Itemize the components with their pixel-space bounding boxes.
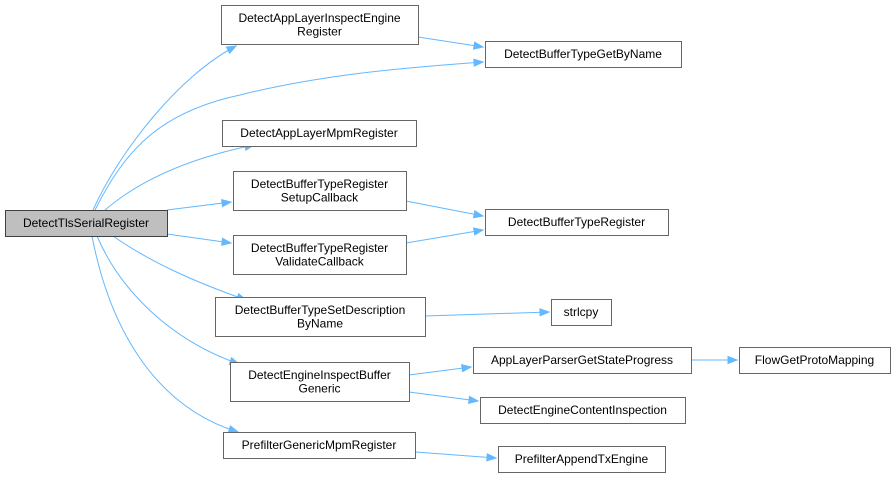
node-label-line: Register [297,24,342,38]
node-box [230,362,410,402]
node-prefilter-generic-mpm-register[interactable]: PrefilterGenericMpmRegister [223,432,416,459]
edge-arrowhead [472,227,485,236]
node-box [498,446,666,473]
edge-arrowhead [472,41,485,50]
edge-arrowhead [472,210,485,219]
edge-line [166,233,232,244]
edge-line [417,36,484,48]
edge-n13-n14 [414,451,498,462]
node-label-line: DetectAppLayerInspectEngine [238,11,400,25]
edge-arrowhead [225,45,238,55]
edge-line [405,200,484,217]
edge-line [91,235,239,433]
edge-root-n1 [92,45,238,211]
node-label-line: DetectBufferTypeRegister [251,177,388,191]
edge-line [104,144,255,211]
edge-line [166,201,232,211]
node-label-line: DetectEngineContentInspection [498,403,667,417]
node-label-line: ValidateCallback [275,254,364,268]
edge-n4-n5 [405,200,485,219]
edge-line [424,311,550,317]
node-label-line: strlcpy [564,305,599,319]
node-box [221,5,419,45]
node-label-line: DetectBufferTypeGetByName [504,47,662,61]
node-label-line: PrefilterAppendTxEngine [515,452,649,466]
node-label-line: ByName [297,316,343,330]
edge-n9-n10 [408,364,473,376]
edge-arrowhead [227,425,240,434]
node-label-line: DetectEngineInspectBuffer [248,368,391,382]
edge-root-n6 [166,233,233,246]
node-box [485,209,669,236]
node-detect-engine-content-inspection[interactable]: DetectEngineContentInspection [480,397,686,424]
edge-line [408,366,472,376]
node-box [233,235,407,275]
nodes-layer: DetectTlsSerialRegister DetectAppLayerIns… [5,5,891,473]
edge-line [96,235,240,365]
node-label-line: SetupCallback [281,190,359,204]
edge-n7-n8 [424,308,551,317]
node-label-line: DetectAppLayerMpmRegister [240,126,397,140]
edge-root-n2 [94,58,485,211]
edge-n1-n2 [417,36,485,50]
node-box [551,299,612,326]
node-box [5,210,168,237]
edge-arrowhead [486,453,498,462]
edge-arrowhead [727,355,739,365]
edge-root-n3 [104,142,256,211]
edge-root-n4 [166,198,233,211]
node-app-layer-parser-get-state-progress[interactable]: AppLayerParserGetStateProgress [473,347,692,374]
edge-arrowhead [468,395,480,404]
node-strlcpy[interactable]: strlcpy [551,299,612,326]
edges-layer [91,36,739,462]
edge-line [92,45,237,211]
node-label-line: DetectBufferTypeRegister [508,215,645,229]
node-box [480,397,686,424]
node-label-line: Generic [298,381,340,395]
edge-arrowhead [461,364,473,373]
node-flow-get-proto-mapping[interactable]: FlowGetProtoMapping [739,347,891,374]
edge-line [408,391,479,402]
node-label-line: AppLayerParserGetStateProgress [491,353,673,367]
node-label-line: DetectTlsSerialRegister [23,216,149,230]
node-box [485,41,682,68]
edge-n10-n11 [691,355,739,365]
node-box [222,120,417,147]
node-detect-buffer-type-get-by-name[interactable]: DetectBufferTypeGetByName [485,41,682,68]
edge-arrowhead [539,308,551,317]
node-label-line: PrefilterGenericMpmRegister [242,438,397,452]
node-label-line: FlowGetProtoMapping [755,353,874,367]
edge-n6-n5 [405,227,485,244]
edge-line [94,61,484,211]
node-prefilter-append-tx-engine[interactable]: PrefilterAppendTxEngine [498,446,666,473]
edge-n9-n12 [408,391,480,404]
edge-arrowhead [221,237,233,246]
node-box [473,347,692,374]
node-box [215,297,426,337]
node-detect-app-layer-mpm-register[interactable]: DetectAppLayerMpmRegister [222,120,417,147]
node-detect-buffer-type-register[interactable]: DetectBufferTypeRegister [485,209,669,236]
edge-root-n7 [112,235,248,301]
edge-line [112,235,247,301]
edge-arrowhead [221,198,233,208]
node-label-line: DetectBufferTypeRegister [251,241,388,255]
edge-arrowhead [473,58,485,67]
edge-line [414,451,497,459]
node-box [739,347,891,374]
node-box [223,432,416,459]
node-label-line: DetectBufferTypeSetDescription [235,303,406,317]
node-detect-tls-serial-register[interactable]: DetectTlsSerialRegister [5,210,168,237]
edge-line [405,229,484,244]
node-box [233,171,407,211]
